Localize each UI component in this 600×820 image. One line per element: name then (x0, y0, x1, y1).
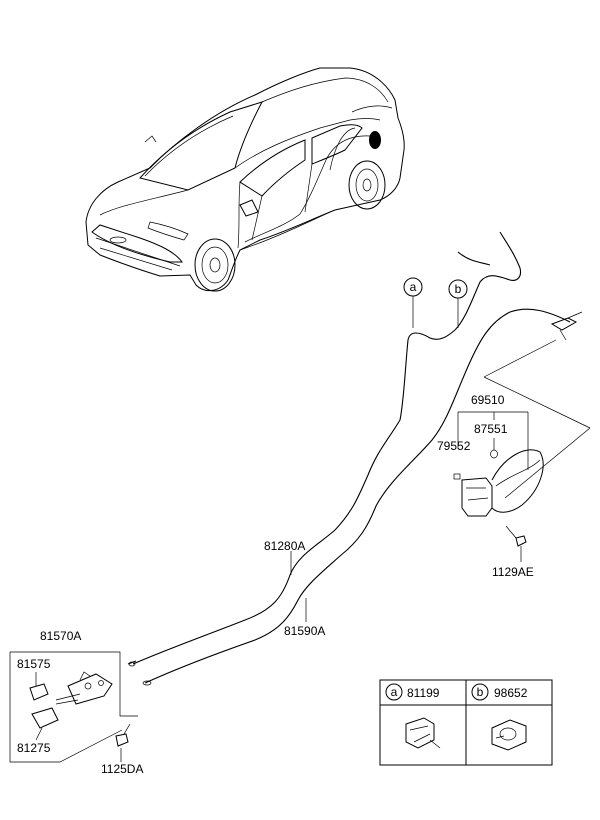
label-87551: 87551 (474, 422, 508, 436)
label-81275: 81275 (17, 741, 51, 755)
legend-table: a 81199 b 98652 (379, 679, 553, 766)
legend-a-part: 81199 (407, 686, 440, 700)
callout-a-letter: a (410, 280, 417, 294)
label-69510: 69510 (471, 393, 505, 407)
legend-b-part: 98652 (494, 686, 528, 700)
callout-b-letter: b (455, 282, 462, 296)
clip-81199-illustration (405, 717, 441, 749)
label-79552: 79552 (437, 439, 471, 453)
fuel-door-assembly (453, 339, 591, 562)
label-1129AE: 1129AE (492, 565, 534, 579)
label-81575: 81575 (17, 657, 51, 671)
label-81280A: 81280A (264, 539, 305, 553)
vehicle-illustration (85, 67, 405, 292)
cable-assembly (127, 231, 583, 686)
release-handle-group (9, 651, 138, 763)
label-81570A: 81570A (40, 629, 81, 643)
callout-a: a (403, 277, 423, 328)
legend-a-letter: a (391, 685, 398, 699)
clip-98652-illustration (491, 719, 527, 751)
legend-b-letter: b (477, 685, 484, 699)
label-1125DA: 1125DA (101, 762, 143, 776)
callout-b: b (448, 279, 468, 328)
label-81590A: 81590A (284, 624, 325, 638)
part-labels: 69510 87551 79552 1129AE 81280A 81590A 8… (17, 393, 534, 776)
